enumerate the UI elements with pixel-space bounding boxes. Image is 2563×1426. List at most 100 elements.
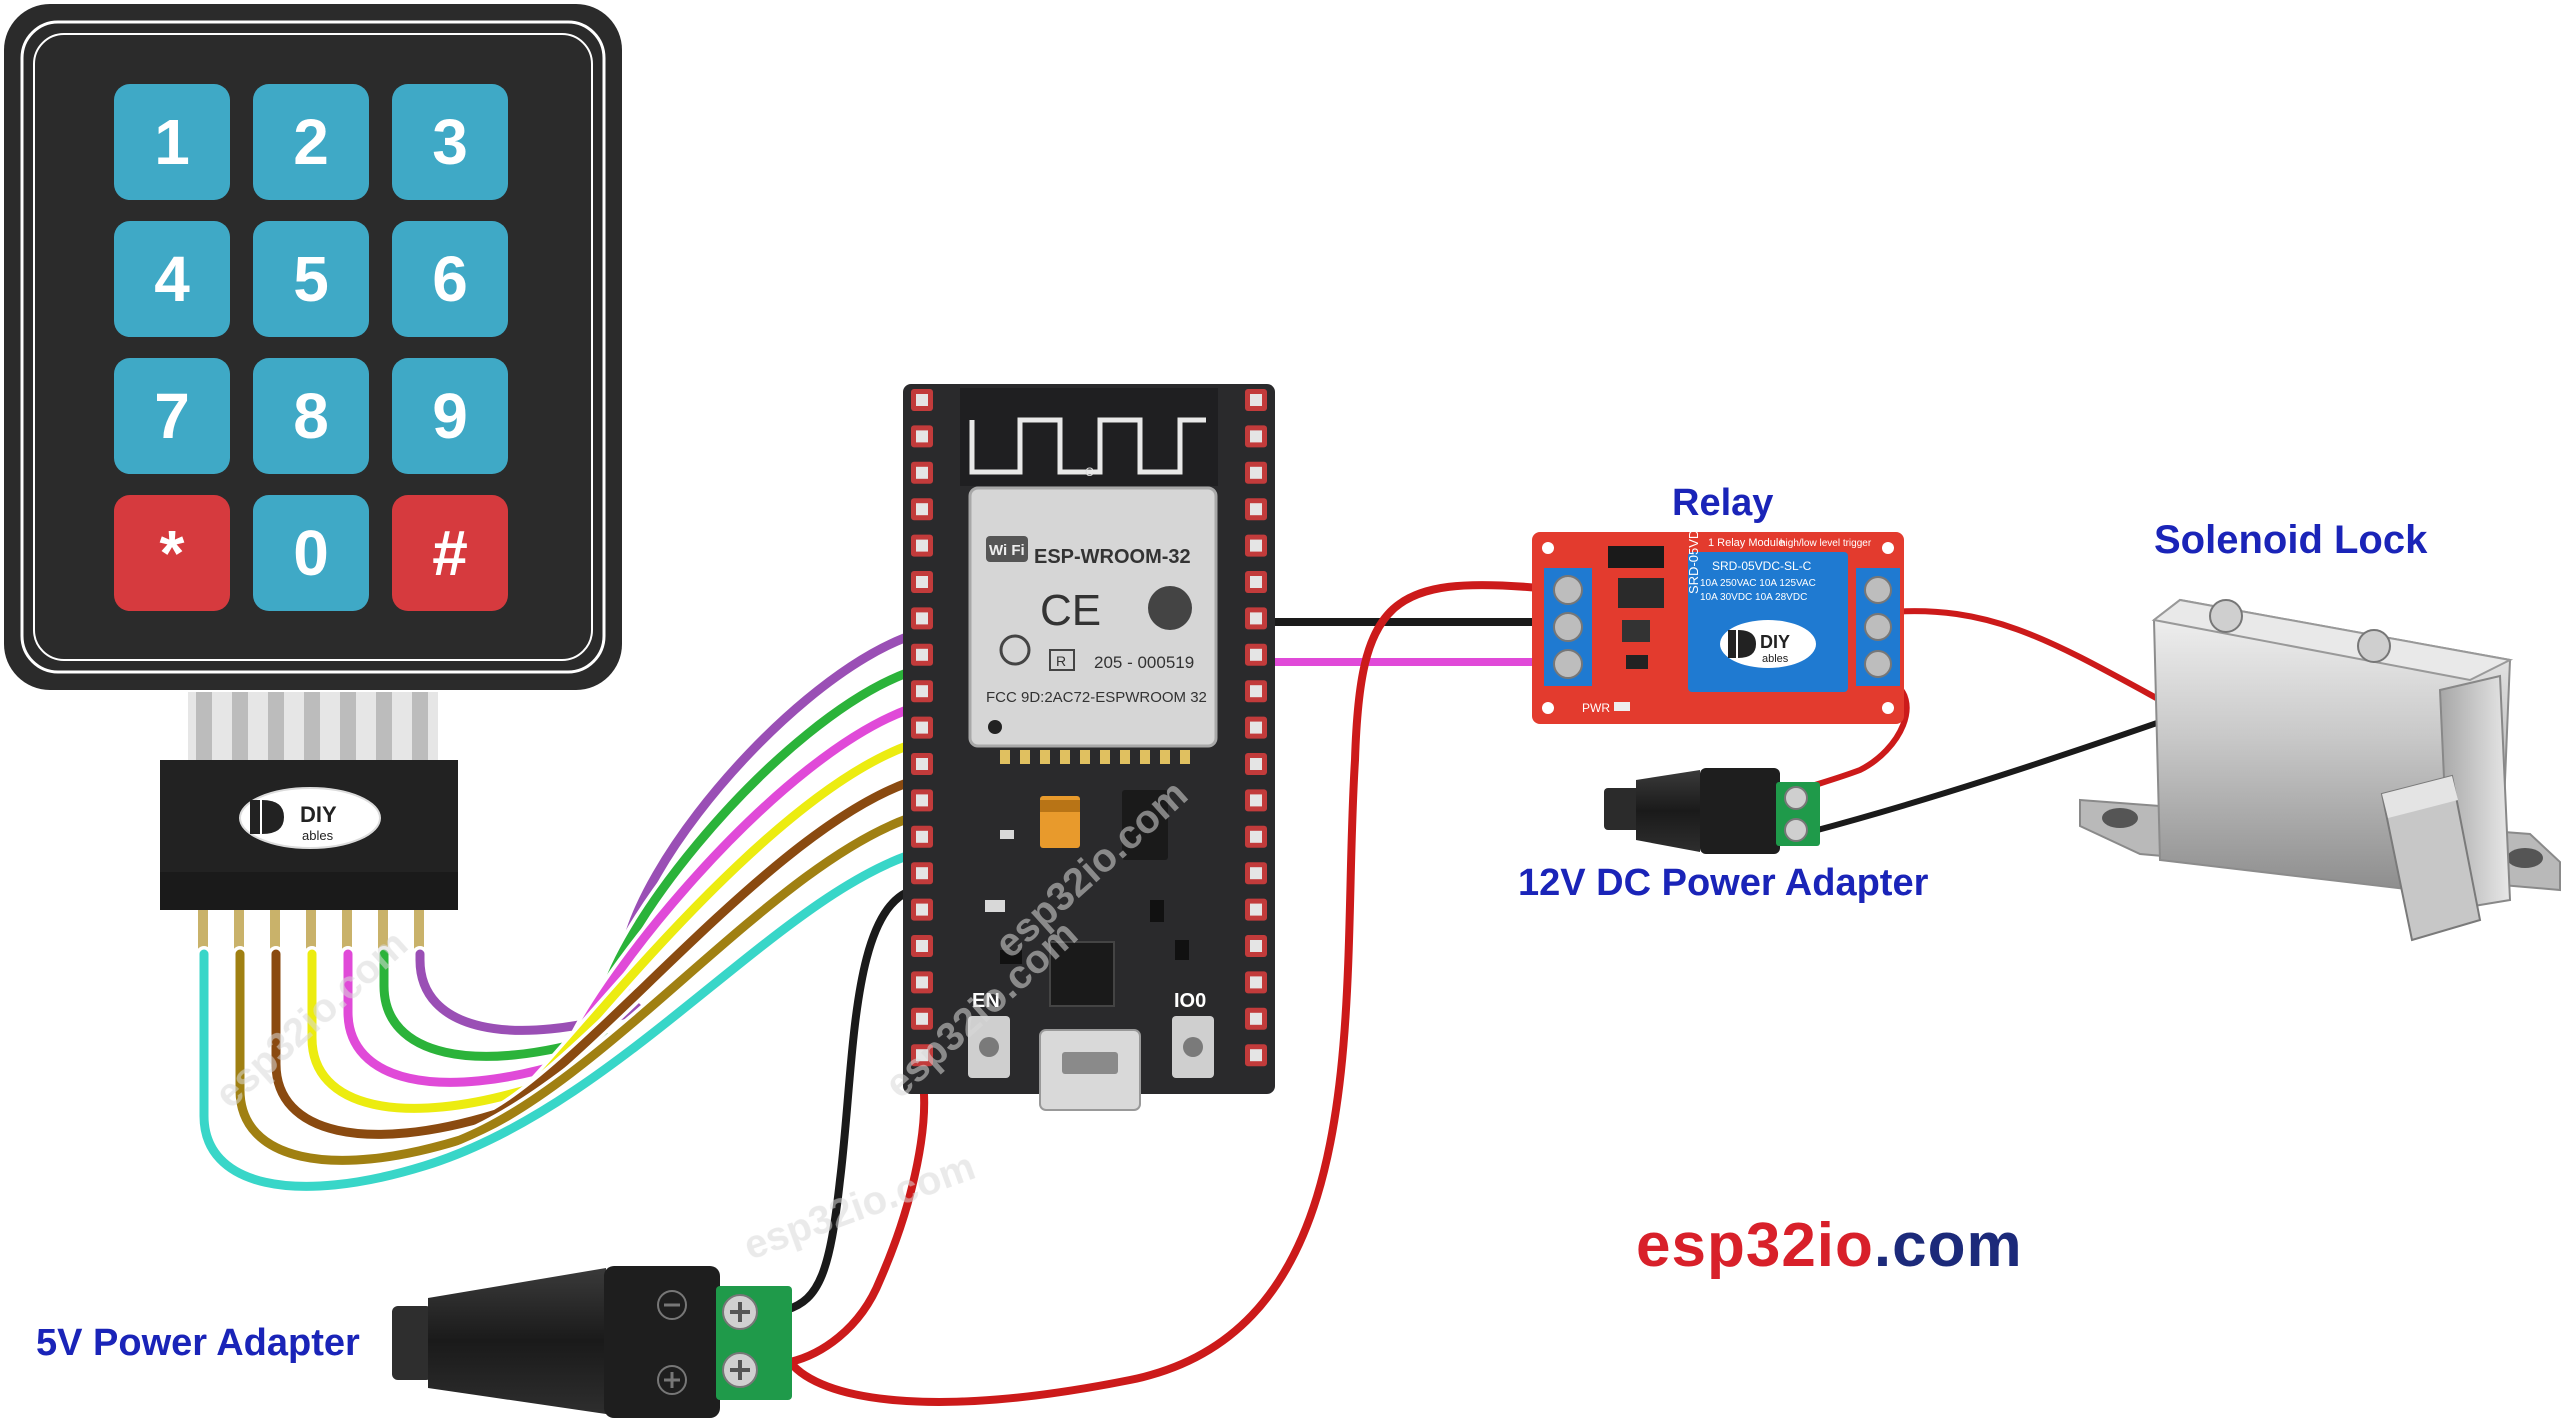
svg-text:C: C — [1085, 465, 1094, 479]
plus-icon — [657, 1365, 687, 1395]
key-star[interactable]: * — [114, 495, 230, 611]
svg-text:DIY: DIY — [1760, 632, 1790, 652]
svg-text:10A 250VAC 10A 125VAC: 10A 250VAC 10A 125VAC — [1700, 578, 1816, 589]
svg-text:1 Relay Module: 1 Relay Module — [1708, 537, 1784, 549]
keypad-pin — [378, 910, 388, 954]
esp32-module-name: ESP-WROOM-32 — [1034, 546, 1191, 568]
regulator — [1122, 790, 1168, 860]
minus-icon — [657, 1290, 687, 1320]
key-label: 7 — [154, 380, 190, 452]
keypad-pin — [306, 910, 316, 954]
key-9[interactable]: 9 — [392, 358, 508, 474]
keypad-pin — [414, 910, 424, 954]
power-12v-label: 12V DC Power Adapter — [1518, 862, 1929, 904]
wires — [196, 581, 2163, 1406]
key-label: 2 — [293, 106, 329, 178]
wifi-logo — [986, 536, 1028, 562]
key-6[interactable]: 6 — [392, 221, 508, 337]
keypad-pin — [198, 910, 208, 954]
key-label: 3 — [432, 106, 468, 178]
key-5[interactable]: 5 — [253, 221, 369, 337]
key-1[interactable]: 1 — [114, 84, 230, 200]
micro-usb-port[interactable] — [1039, 1029, 1141, 1111]
solenoid-lock — [2079, 598, 2561, 942]
watermark: esp32io.com — [738, 1144, 981, 1268]
keypad-pin — [342, 910, 352, 954]
brand-logo: esp32io.com — [1636, 1210, 2023, 1281]
svg-text:FCC 9D:2AC72-ESPWROOM 32: FCC 9D:2AC72-ESPWROOM 32 — [986, 689, 1207, 706]
key-label: 4 — [154, 243, 190, 315]
key-label: # — [432, 517, 468, 589]
key-label: 6 — [432, 243, 468, 315]
en-label: EN — [972, 990, 1000, 1012]
io0-label: IO0 — [1174, 990, 1206, 1012]
power-5v-label: 5V Power Adapter — [36, 1322, 360, 1364]
brand-part-1: esp32io — [1636, 1211, 1874, 1280]
wire-keypad-signal — [235, 809, 927, 1165]
wire-gnd-adapter — [782, 884, 926, 1314]
wire-12v-lock — [1807, 719, 2163, 835]
svg-text:10A 30VDC 10A 28VDC: 10A 30VDC 10A 28VDC — [1700, 592, 1807, 603]
svg-text:DIY: DIY — [300, 802, 337, 827]
ce-mark: CE — [1040, 586, 1101, 635]
svg-text:ables: ables — [1762, 653, 1789, 665]
screw-icon — [2209, 599, 2243, 633]
usb-uart-chip — [1049, 941, 1115, 1007]
dc-adapter-5v — [392, 1266, 792, 1418]
dc-adapter-12v — [1604, 768, 1820, 854]
io0-button[interactable] — [1172, 1016, 1214, 1078]
key-4[interactable]: 4 — [114, 221, 230, 337]
antenna-trace — [969, 417, 1206, 475]
key-0[interactable]: 0 — [253, 495, 369, 611]
dc-jack-body — [604, 1266, 720, 1418]
relay-module: SRD-05VDC-SL-C SRD-05VDC-SL-C 10A 250VAC… — [1532, 486, 1904, 724]
screw-icon — [2357, 629, 2391, 663]
dc-jack-barrel — [428, 1268, 606, 1414]
keypad-pin — [270, 910, 280, 954]
wire-keypad-signal — [199, 846, 927, 1191]
relay-logo: DIY ables — [1720, 620, 1816, 668]
key-label: * — [160, 517, 185, 589]
svg-text:ables: ables — [302, 828, 334, 843]
telec-mark-icon — [999, 634, 1031, 666]
svg-text:SRD-05VDC-SL-C: SRD-05VDC-SL-C — [1712, 559, 1812, 573]
esp32-pins — [911, 389, 1267, 1067]
svg-text:Wi Fi: Wi Fi — [989, 542, 1025, 559]
dc-jack-body — [1700, 768, 1780, 854]
wire-relay-lock — [1887, 608, 2163, 703]
key-hash[interactable]: # — [392, 495, 508, 611]
key-3[interactable]: 3 — [392, 84, 508, 200]
keypad-border-inner — [33, 33, 593, 661]
relay-jumper — [1608, 546, 1664, 568]
esp32-module — [968, 486, 1218, 748]
en-button[interactable] — [968, 1016, 1010, 1078]
wire-5v-adapter — [786, 1072, 929, 1366]
keypad-pin — [234, 910, 244, 954]
key-label: 9 — [432, 380, 468, 452]
keypad-logo: DIY ables — [239, 787, 381, 849]
relay-input-terminal — [1544, 568, 1592, 686]
wire-5v-relay — [786, 581, 1544, 1406]
key-label: 5 — [293, 243, 329, 315]
svg-text:PWR: PWR — [1582, 701, 1610, 715]
key-label: 0 — [293, 517, 329, 589]
wire-keypad-signal — [271, 773, 927, 1139]
esp32-board: C Wi Fi ESP-WROOM-32 CE R 205 - 000519 F… — [903, 384, 1275, 1111]
key-2[interactable]: 2 — [253, 84, 369, 200]
svg-text:SRD-05VDC-SL-C: SRD-05VDC-SL-C — [1686, 486, 1701, 594]
key-label: 1 — [154, 106, 190, 178]
key-8[interactable]: 8 — [253, 358, 369, 474]
keypad-pins — [198, 910, 424, 954]
keypad-border — [20, 20, 606, 674]
relay-output-terminal — [1856, 568, 1900, 686]
svg-text:R: R — [1056, 653, 1066, 669]
svg-text:205 - 000519: 205 - 000519 — [1094, 653, 1194, 672]
brand-part-2: .com — [1873, 1211, 2023, 1280]
keypad-ribbon — [188, 692, 438, 762]
relay-label: Relay — [1672, 482, 1774, 524]
espressif-logo-icon — [1148, 586, 1192, 630]
key-7[interactable]: 7 — [114, 358, 230, 474]
